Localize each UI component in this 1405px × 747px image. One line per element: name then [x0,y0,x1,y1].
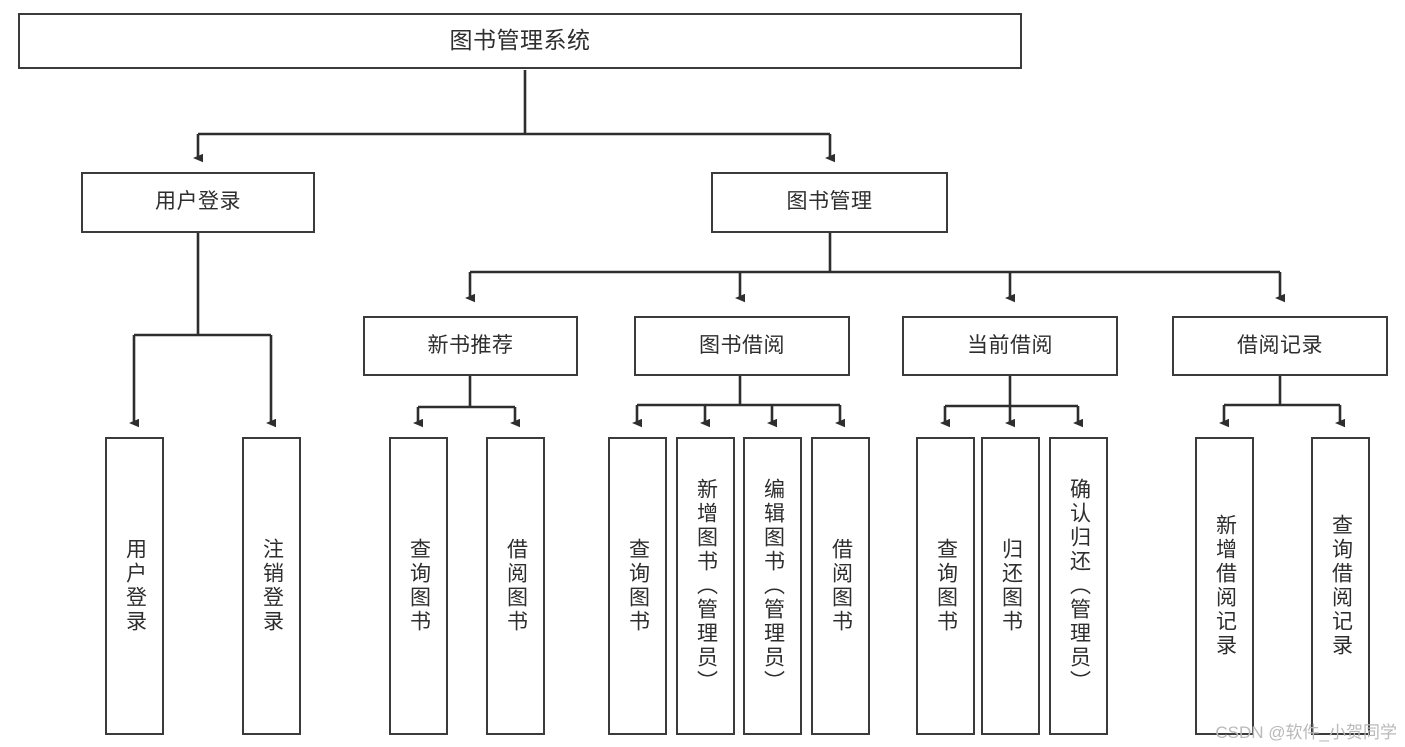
node-new-book-recommend[interactable]: 新书推荐 [363,316,578,376]
node-label: 借阅图书 [504,538,528,634]
leaf-user-login[interactable]: 用户登录 [105,437,164,735]
node-label: 新书推荐 [427,333,514,357]
node-label: 用户登录 [123,538,147,634]
leaf-query-book-recommend[interactable]: 查询图书 [389,437,448,735]
node-label: 图书借阅 [699,333,785,357]
node-label: 注销登录 [260,538,284,634]
edges-book-borrow [632,376,845,428]
leaf-return-book[interactable]: 归还图书 [981,437,1040,735]
node-label: 确认归还（管理员） [1067,478,1091,694]
node-label: 查询借阅记录 [1329,514,1353,658]
leaf-logout-login[interactable]: 注销登录 [242,437,301,735]
edges-book-manage [465,233,1285,303]
watermark: CSDN @软件_小贺同学 [1215,723,1397,742]
edges-user-login [129,233,276,428]
leaf-edit-book-admin[interactable]: 编辑图书（管理员） [743,437,802,735]
node-label: 编辑图书（管理员） [761,478,785,694]
node-label: 查询图书 [934,538,958,634]
leaf-confirm-return-admin[interactable]: 确认归还（管理员） [1049,437,1108,735]
leaf-query-borrow-record[interactable]: 查询借阅记录 [1311,437,1370,735]
leaf-add-borrow-record[interactable]: 新增借阅记录 [1195,437,1254,735]
node-book-management[interactable]: 图书管理 [711,172,948,233]
edges-current-borrow [940,376,1083,428]
node-label: 查询图书 [626,538,650,634]
edges-borrow-record [1219,376,1345,428]
node-label: 图书管理系统 [449,27,591,54]
node-user-login[interactable]: 用户登录 [81,172,315,233]
edges-root [193,70,835,163]
leaf-borrow-book[interactable]: 借阅图书 [811,437,870,735]
node-book-borrow[interactable]: 图书借阅 [634,316,850,376]
node-label: 查询图书 [407,538,431,634]
node-label: 当前借阅 [967,333,1053,357]
leaf-query-book-borrow[interactable]: 查询图书 [608,437,667,735]
edges-new-book-recommend [413,376,520,428]
node-label: 新增图书（管理员） [694,478,718,694]
node-borrow-record[interactable]: 借阅记录 [1172,316,1388,376]
node-current-borrow[interactable]: 当前借阅 [902,316,1118,376]
node-label: 借阅图书 [829,538,853,634]
node-label: 用户登录 [155,190,241,214]
node-label: 新增借阅记录 [1213,514,1237,658]
node-label: 归还图书 [999,538,1023,634]
leaf-borrow-book-recommend[interactable]: 借阅图书 [486,437,545,735]
node-label: 图书管理 [786,190,873,214]
leaf-query-book-current[interactable]: 查询图书 [916,437,975,735]
node-label: 借阅记录 [1237,333,1323,357]
node-book-management-system[interactable]: 图书管理系统 [18,13,1022,69]
leaf-add-book-admin[interactable]: 新增图书（管理员） [676,437,735,735]
